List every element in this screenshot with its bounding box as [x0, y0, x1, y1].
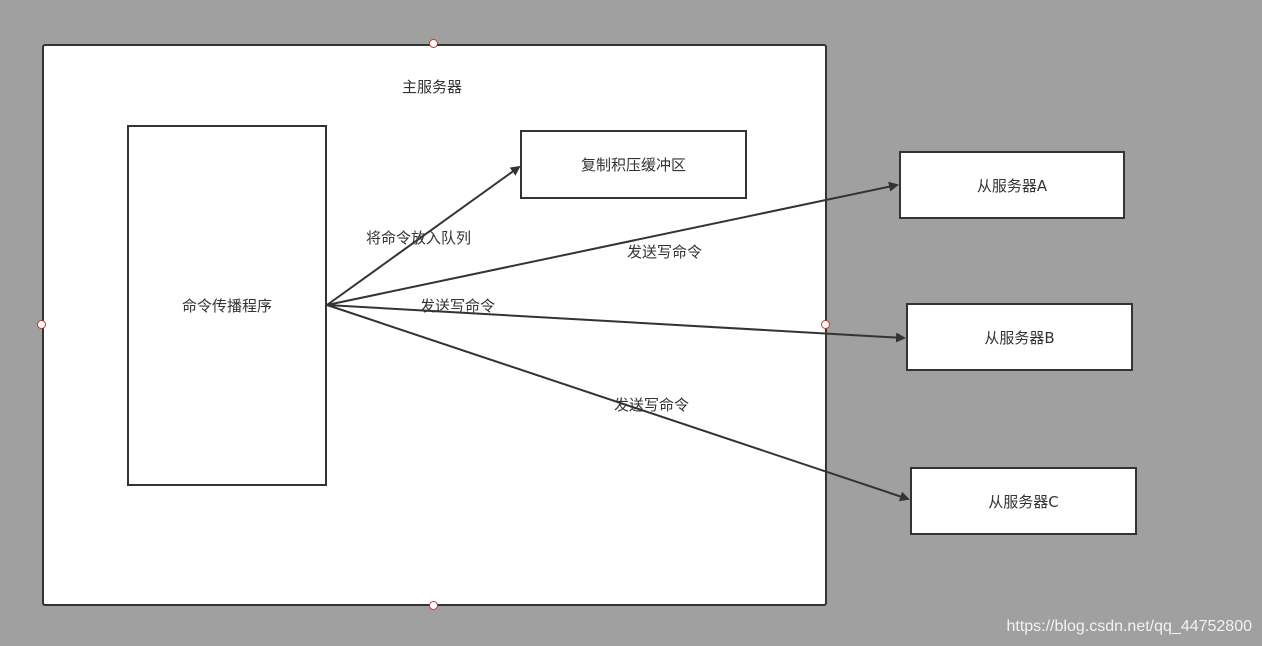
replication-backlog-box[interactable]: 复制积压缓冲区 — [520, 130, 747, 199]
command-propagator-box[interactable]: 命令传播程序 — [127, 125, 327, 486]
selection-handle-right[interactable] — [821, 320, 830, 329]
send-edge-label-b: 发送写命令 — [420, 297, 496, 315]
slave-server-b-label: 从服务器B — [984, 328, 1055, 347]
selection-handle-top[interactable] — [429, 39, 438, 48]
send-edge-label-c: 发送写命令 — [614, 396, 690, 414]
send-edge-label-a: 发送写命令 — [627, 243, 703, 261]
slave-server-c-label: 从服务器C — [988, 492, 1059, 511]
command-propagator-label: 命令传播程序 — [181, 297, 272, 315]
slave-server-a-label: 从服务器A — [976, 176, 1048, 195]
watermark-text: https://blog.csdn.net/qq_44752800 — [1006, 618, 1252, 635]
selection-handle-left[interactable] — [37, 320, 46, 329]
replication-backlog-label: 复制积压缓冲区 — [580, 156, 686, 174]
slave-server-b-box[interactable]: 从服务器B — [906, 303, 1133, 371]
selection-handle-bottom[interactable] — [429, 601, 438, 610]
slave-server-c-box[interactable]: 从服务器C — [910, 467, 1137, 535]
slave-server-a-box[interactable]: 从服务器A — [899, 151, 1125, 219]
enqueue-edge-label: 将命令放入队列 — [366, 229, 472, 247]
main-server-label: 主服务器 — [402, 78, 463, 96]
